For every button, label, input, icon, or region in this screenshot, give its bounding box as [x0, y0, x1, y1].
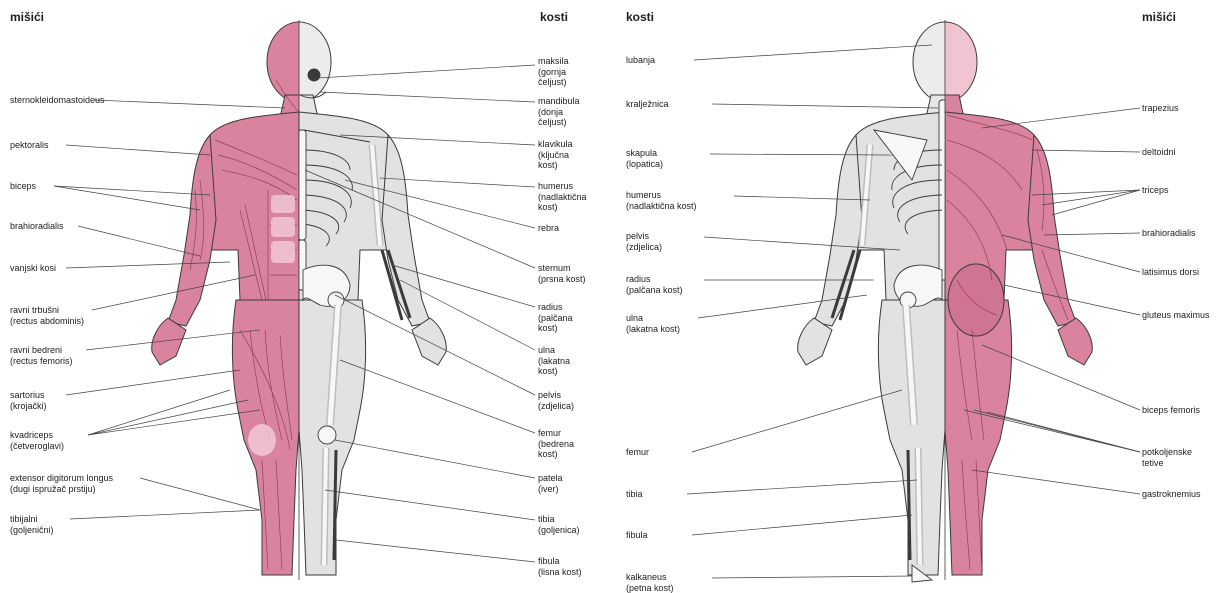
- back-bone-label: lubanja: [626, 55, 655, 66]
- back-bone-label: radius (palčana kost): [626, 274, 683, 295]
- back-muscle-label: triceps: [1142, 185, 1169, 196]
- back-muscle-label: deltoidni: [1142, 147, 1176, 158]
- back-bone-label: pelvis (zdjelica): [626, 231, 662, 252]
- front-bone-label: maksila (gornja čeljust): [538, 56, 569, 88]
- front-muscle-label: sartorius (krojački): [10, 390, 47, 411]
- front-muscle-label: sternokleidomastoideus: [10, 95, 105, 106]
- back-bone-label: kralježnica: [626, 99, 669, 110]
- front-bone-label: mandibula (donja čeljust): [538, 96, 580, 128]
- front-bone-label: femur (bedrena kost): [538, 428, 574, 460]
- front-bone-label: fibula (lisna kost): [538, 556, 582, 577]
- front-muscle-label: biceps: [10, 181, 36, 192]
- back-muscle-label: brahioradialis: [1142, 228, 1196, 239]
- front-muscle-label: brahioradialis: [10, 221, 64, 232]
- back-muscle-label: potkoljenske tetive: [1142, 447, 1192, 468]
- front-muscle-label: kvadriceps (četveroglavi): [10, 430, 64, 451]
- front-bone-label: radius (palčana kost): [538, 302, 573, 334]
- back-bone-label: femur: [626, 447, 649, 458]
- back-body-silhouette: [798, 20, 1093, 582]
- front-anatomy-figure: [0, 0, 612, 590]
- front-bone-label: klavikula (ključna kost): [538, 139, 573, 171]
- front-bone-label: ulna (lakatna kost): [538, 345, 570, 377]
- front-header-muscles: mišići: [10, 10, 44, 24]
- front-muscle-label: tibijalni (goljenični): [10, 514, 54, 535]
- front-bone-label: sternum (prsna kost): [538, 263, 586, 284]
- front-muscle-label: vanjski kosi: [10, 263, 56, 274]
- back-muscle-label: gastroknemius: [1142, 489, 1201, 500]
- front-view-panel: mišići kosti sternokleidomastoideus pekt…: [0, 0, 612, 590]
- back-bone-label: fibula: [626, 530, 648, 541]
- back-anatomy-figure: [612, 0, 1223, 590]
- front-muscle-label: extensor digitorum longus (dugi ispružač…: [10, 473, 113, 494]
- back-view-panel: kosti mišići lubanja kralježnica skapula…: [612, 0, 1223, 590]
- front-bone-label: rebra: [538, 223, 559, 234]
- back-muscle-label: latisimus dorsi: [1142, 267, 1199, 278]
- front-muscle-label: pektoralis: [10, 140, 49, 151]
- front-muscle-label: ravni trbušni (rectus abdominis): [10, 305, 84, 326]
- back-muscle-label: biceps femoris: [1142, 405, 1200, 416]
- back-muscle-label: gluteus maximus: [1142, 310, 1210, 321]
- back-muscle-label: trapezius: [1142, 103, 1179, 114]
- front-bone-label: tibia (goljenica): [538, 514, 580, 535]
- front-muscle-label: ravni bedreni (rectus femoris): [10, 345, 73, 366]
- back-bone-label: tibia: [626, 489, 643, 500]
- back-bone-label: ulna (lakatna kost): [626, 313, 680, 334]
- back-header-muscles: mišići: [1142, 10, 1176, 24]
- back-header-bones: kosti: [626, 10, 654, 24]
- back-bone-label: humerus (nadlaktična kost): [626, 190, 697, 211]
- front-bone-label: humerus (nadlaktična kost): [538, 181, 587, 213]
- front-header-bones: kosti: [540, 10, 568, 24]
- back-bone-label: skapula (lopatica): [626, 148, 663, 169]
- front-bone-label: patela (iver): [538, 473, 563, 494]
- front-bone-label: pelvis (zdjelica): [538, 390, 574, 411]
